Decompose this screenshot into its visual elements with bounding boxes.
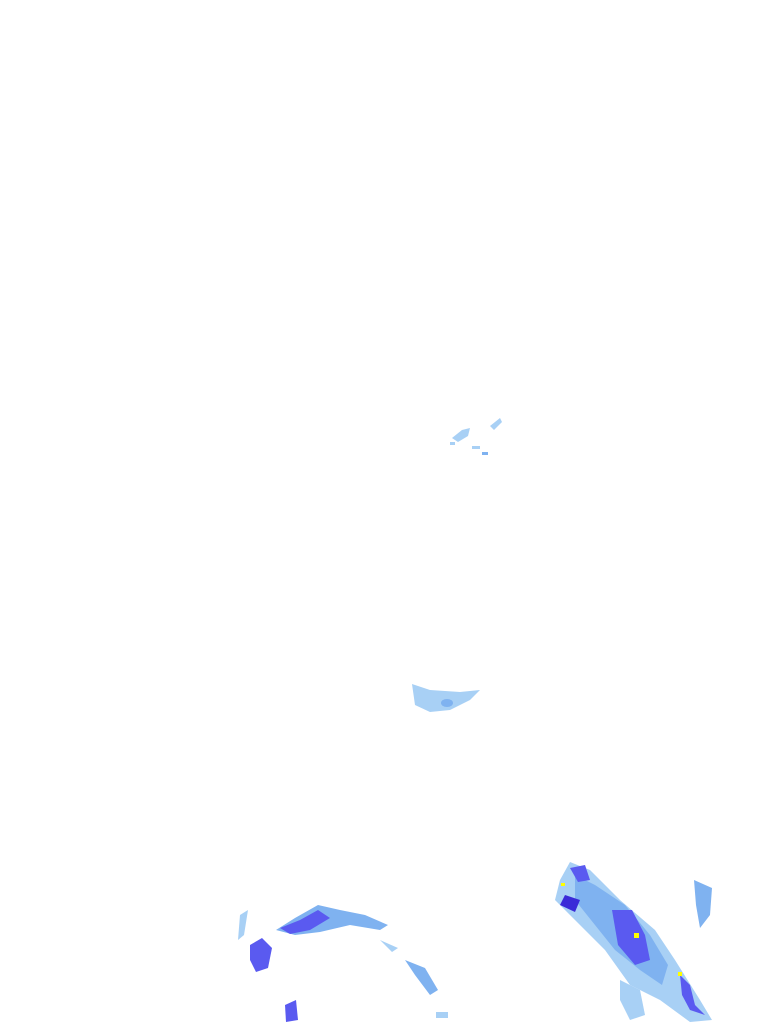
precip-cell-north: [450, 418, 502, 455]
precip-cell-central: [412, 684, 480, 712]
precip-band-southeast: [555, 862, 712, 1022]
precip-band-southwest: [238, 905, 448, 1022]
